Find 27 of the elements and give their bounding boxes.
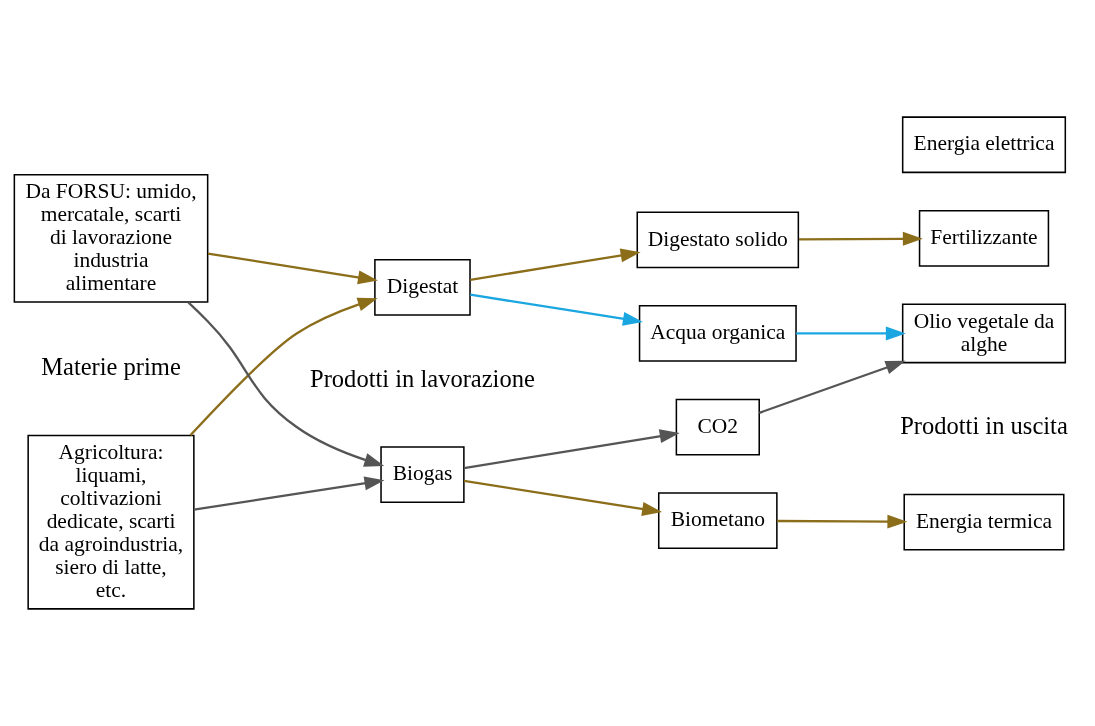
node-box: Da FORSU: umido, mercatale, scarti di lavorazione industria alimentare (13, 173, 209, 303)
arrow (799, 231, 923, 246)
label: Prodotti in lavorazione (310, 364, 535, 392)
arrow (463, 479, 663, 516)
arrow (187, 301, 385, 467)
node-box: Energia elettrica (901, 116, 1067, 174)
label: Prodotti in uscita (900, 412, 1068, 440)
node-box: Acqua organica (638, 305, 797, 362)
node-box: Digestato solido (636, 211, 800, 269)
node-box: Biometano (657, 492, 778, 550)
arrow (470, 293, 643, 326)
arrow (189, 297, 378, 436)
node-box: Digestat (374, 259, 471, 316)
node-box: CO2 (675, 398, 760, 456)
arrow (207, 252, 378, 285)
arrow (193, 476, 385, 511)
node-box: Agricoltura: liquami, coltivazioni dedicate, scarti da agroindustria, siero di latte, etc. (27, 434, 195, 610)
node-box: Fertilizzante (918, 209, 1050, 267)
arrow (463, 429, 680, 470)
arrow (777, 514, 908, 529)
arrow (758, 360, 906, 414)
node-box: Biogas (380, 446, 465, 503)
arrow (796, 326, 906, 341)
node-box: Energia termica (903, 493, 1065, 551)
label: Materie prime (41, 352, 181, 380)
node-box: Olio vegetale da alghe (901, 303, 1067, 364)
arrow (470, 248, 641, 282)
